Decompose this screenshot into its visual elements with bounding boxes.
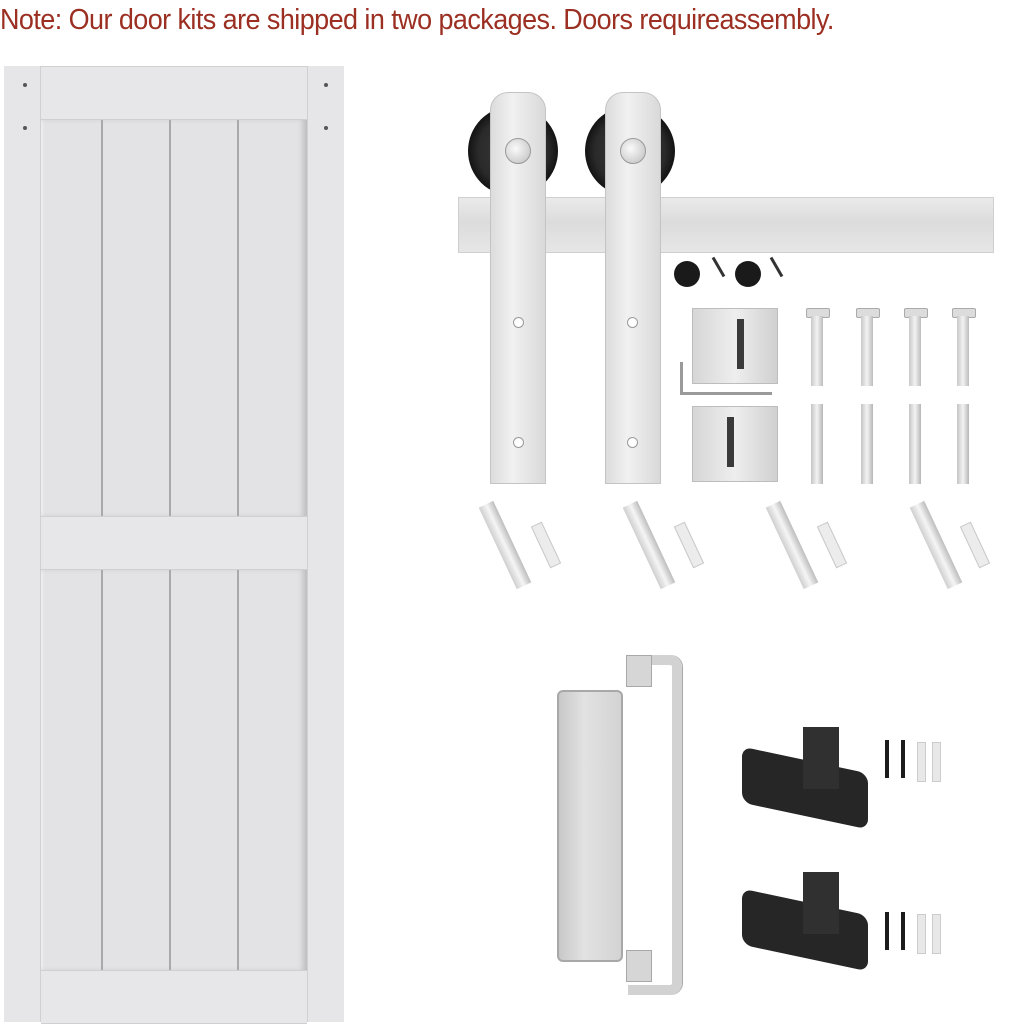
door-bolt — [861, 404, 873, 484]
door-top-rail — [41, 66, 307, 120]
wall-anchor — [917, 914, 926, 954]
t-pin — [957, 316, 969, 386]
door-right-stile — [307, 66, 344, 1022]
nail-hole — [324, 83, 328, 87]
plastic-anchor — [816, 521, 848, 569]
stopper-screw-icon — [711, 256, 726, 278]
lag-screw — [478, 500, 532, 590]
black-screw — [901, 740, 905, 778]
lag-screw — [622, 500, 676, 590]
bolt-hole — [627, 317, 638, 328]
floor-guide-fin — [803, 727, 839, 789]
door-bolt — [811, 404, 823, 484]
t-pin — [861, 316, 873, 386]
round-stopper — [674, 261, 700, 287]
plastic-anchor — [530, 521, 562, 569]
plastic-anchor — [959, 521, 991, 569]
wall-anchor — [917, 742, 926, 782]
lag-screw — [909, 500, 963, 590]
pull-handle — [628, 655, 682, 995]
handle-mount-top — [626, 655, 652, 687]
stopper-screw-icon — [769, 256, 784, 278]
lag-screw — [765, 500, 819, 590]
handle-backplate — [557, 690, 623, 962]
nail-hole — [23, 83, 27, 87]
door-bolt — [957, 404, 969, 484]
black-screw — [885, 740, 889, 778]
wheel-axle-cap — [620, 138, 646, 164]
bolt-hole — [627, 437, 638, 448]
bolt-hole — [513, 317, 524, 328]
floor-guide-fin — [803, 872, 839, 934]
nail-hole — [324, 126, 328, 130]
plastic-anchor — [673, 521, 705, 569]
wall-anchor — [932, 742, 941, 782]
nail-hole — [23, 126, 27, 130]
bolt-hole — [513, 437, 524, 448]
door-upper-panel — [41, 120, 307, 516]
allen-wrench-arm — [680, 392, 772, 395]
door-middle-rail — [41, 516, 307, 570]
shipping-note: Note: Our door kits are shipped in two p… — [0, 4, 834, 36]
allen-wrench — [680, 362, 683, 392]
round-stopper — [735, 261, 761, 287]
barn-door — [4, 66, 344, 1024]
wheel-axle-cap — [505, 138, 531, 164]
t-pin — [909, 316, 921, 386]
handle-mount-bottom — [626, 950, 652, 982]
door-bolt — [909, 404, 921, 484]
t-pin — [811, 316, 823, 386]
wall-anchor — [932, 914, 941, 954]
door-left-stile — [4, 66, 41, 1022]
door-lower-panel — [41, 570, 307, 970]
door-guide-block — [692, 406, 778, 482]
black-screw — [885, 912, 889, 950]
track-rail — [458, 197, 994, 253]
door-bottom-rail — [41, 970, 307, 1024]
door-guide-block — [692, 308, 778, 384]
black-screw — [901, 912, 905, 950]
